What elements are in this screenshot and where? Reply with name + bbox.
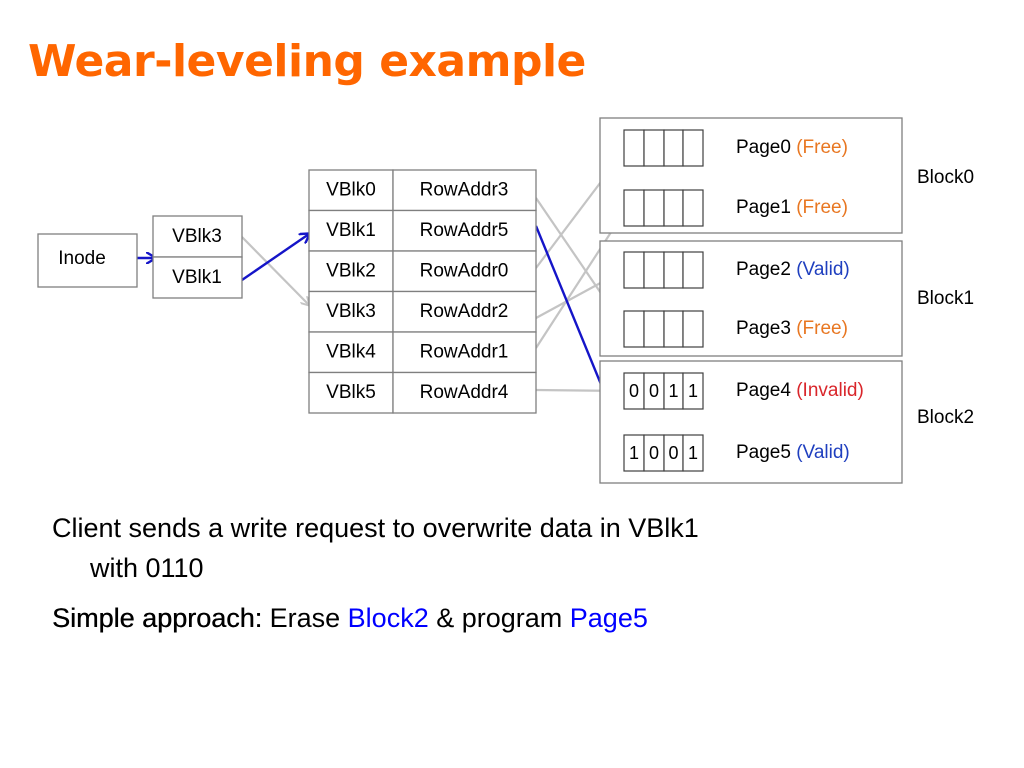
inode-entry-box <box>152 215 243 258</box>
map-rowaddr-label: RowAddr5 <box>420 220 509 241</box>
description-line-2: with 0110 <box>90 553 204 583</box>
inode-box <box>37 233 138 288</box>
approach-page: Page5 <box>569 603 648 633</box>
page-cell-bit: 1 <box>629 443 639 463</box>
map-vblk-cell <box>308 371 394 414</box>
map-vblk-cell <box>308 290 394 333</box>
page-cell <box>643 129 665 167</box>
inode-entry-label: VBlk1 <box>172 267 222 288</box>
page-cell <box>623 189 645 227</box>
inode-label: Inode <box>58 248 106 269</box>
page-label: Page5 (Valid) <box>736 442 850 463</box>
page-name: Page2 <box>736 259 796 280</box>
page-cell <box>682 372 704 410</box>
page-name: Page5 <box>736 442 796 463</box>
page-cell <box>682 189 704 227</box>
map-rowaddr-label: RowAddr2 <box>420 301 509 322</box>
page-cell-bit: 0 <box>668 443 678 463</box>
page-status: (Invalid) <box>796 380 864 401</box>
block-label: Block0 <box>917 167 974 188</box>
page-cell <box>643 310 665 348</box>
page-cell <box>682 310 704 348</box>
map-rowaddr-cell <box>392 371 537 414</box>
page-cell <box>663 129 684 167</box>
page-name: Page3 <box>736 318 796 339</box>
page-label: Page3 (Free) <box>736 318 848 339</box>
map-vblk-label: VBlk2 <box>326 260 376 281</box>
page-cell-bit: 0 <box>649 443 659 463</box>
page-status: (Free) <box>796 137 848 158</box>
map-rowaddr-cell <box>392 209 537 252</box>
map-vblk-cell <box>308 169 394 212</box>
approach-text-1: Erase <box>262 603 348 633</box>
approach-text-2: & program <box>428 603 570 633</box>
page-cell <box>623 251 645 289</box>
block-label: Block2 <box>917 407 974 428</box>
map-rowaddr-label: RowAddr4 <box>420 382 509 403</box>
block-label: Block1 <box>917 288 974 309</box>
page-name: Page4 <box>736 380 796 401</box>
map-rowaddr-cell <box>392 250 537 293</box>
map-vblk-label: VBlk1 <box>326 220 376 241</box>
page-cell <box>663 189 684 227</box>
page-status: (Free) <box>796 318 848 339</box>
map-vblk-label: VBlk4 <box>326 341 376 362</box>
page-label: Page4 (Invalid) <box>736 380 864 401</box>
vblk3-arrow <box>241 236 309 305</box>
map-rowaddr-label: RowAddr1 <box>420 341 509 362</box>
page-cell <box>682 434 704 472</box>
page-label: Page2 (Valid) <box>736 259 850 280</box>
page-label: Page1 (Free) <box>736 197 848 218</box>
page-cell-bit: 0 <box>649 381 659 401</box>
page-cell-bit: 1 <box>688 443 698 463</box>
page-cell-bit: 1 <box>688 381 698 401</box>
approach-label: Simple approach: <box>52 603 263 633</box>
page-name: Page0 <box>736 137 796 158</box>
page-status: (Valid) <box>796 259 850 280</box>
page-name: Page1 <box>736 197 796 218</box>
inode-entry-label: VBlk3 <box>172 226 222 247</box>
page-cell-bit: 0 <box>629 381 639 401</box>
map-vblk-label: VBlk0 <box>326 179 376 200</box>
page-cell-bit: 1 <box>668 381 678 401</box>
page-status: (Free) <box>796 197 848 218</box>
page-cell <box>623 310 645 348</box>
page-cell <box>643 251 665 289</box>
map-rowaddr-label: RowAddr3 <box>420 179 509 200</box>
page-cell <box>623 129 645 167</box>
description-line-3: Simple approach: Erase Block2 & program … <box>52 603 648 634</box>
page-status: (Valid) <box>796 442 850 463</box>
page-label: Page0 (Free) <box>736 137 848 158</box>
slide-title: Wear-leveling example <box>28 36 586 87</box>
map-rowaddr-label: RowAddr0 <box>420 260 509 281</box>
page-cell <box>663 251 684 289</box>
page-cell <box>643 189 665 227</box>
page-cell <box>682 129 704 167</box>
description-line-1: Client sends a write request to overwrit… <box>52 513 699 543</box>
map-vblk-label: VBlk3 <box>326 301 376 322</box>
map-rowaddr-cell <box>392 290 537 333</box>
page-cell <box>663 310 684 348</box>
approach-block: Block2 <box>347 603 429 633</box>
inode-entry-box <box>152 256 243 299</box>
page-cell <box>682 251 704 289</box>
map-vblk-label: VBlk5 <box>326 382 376 403</box>
vblk1-arrow <box>241 234 309 281</box>
